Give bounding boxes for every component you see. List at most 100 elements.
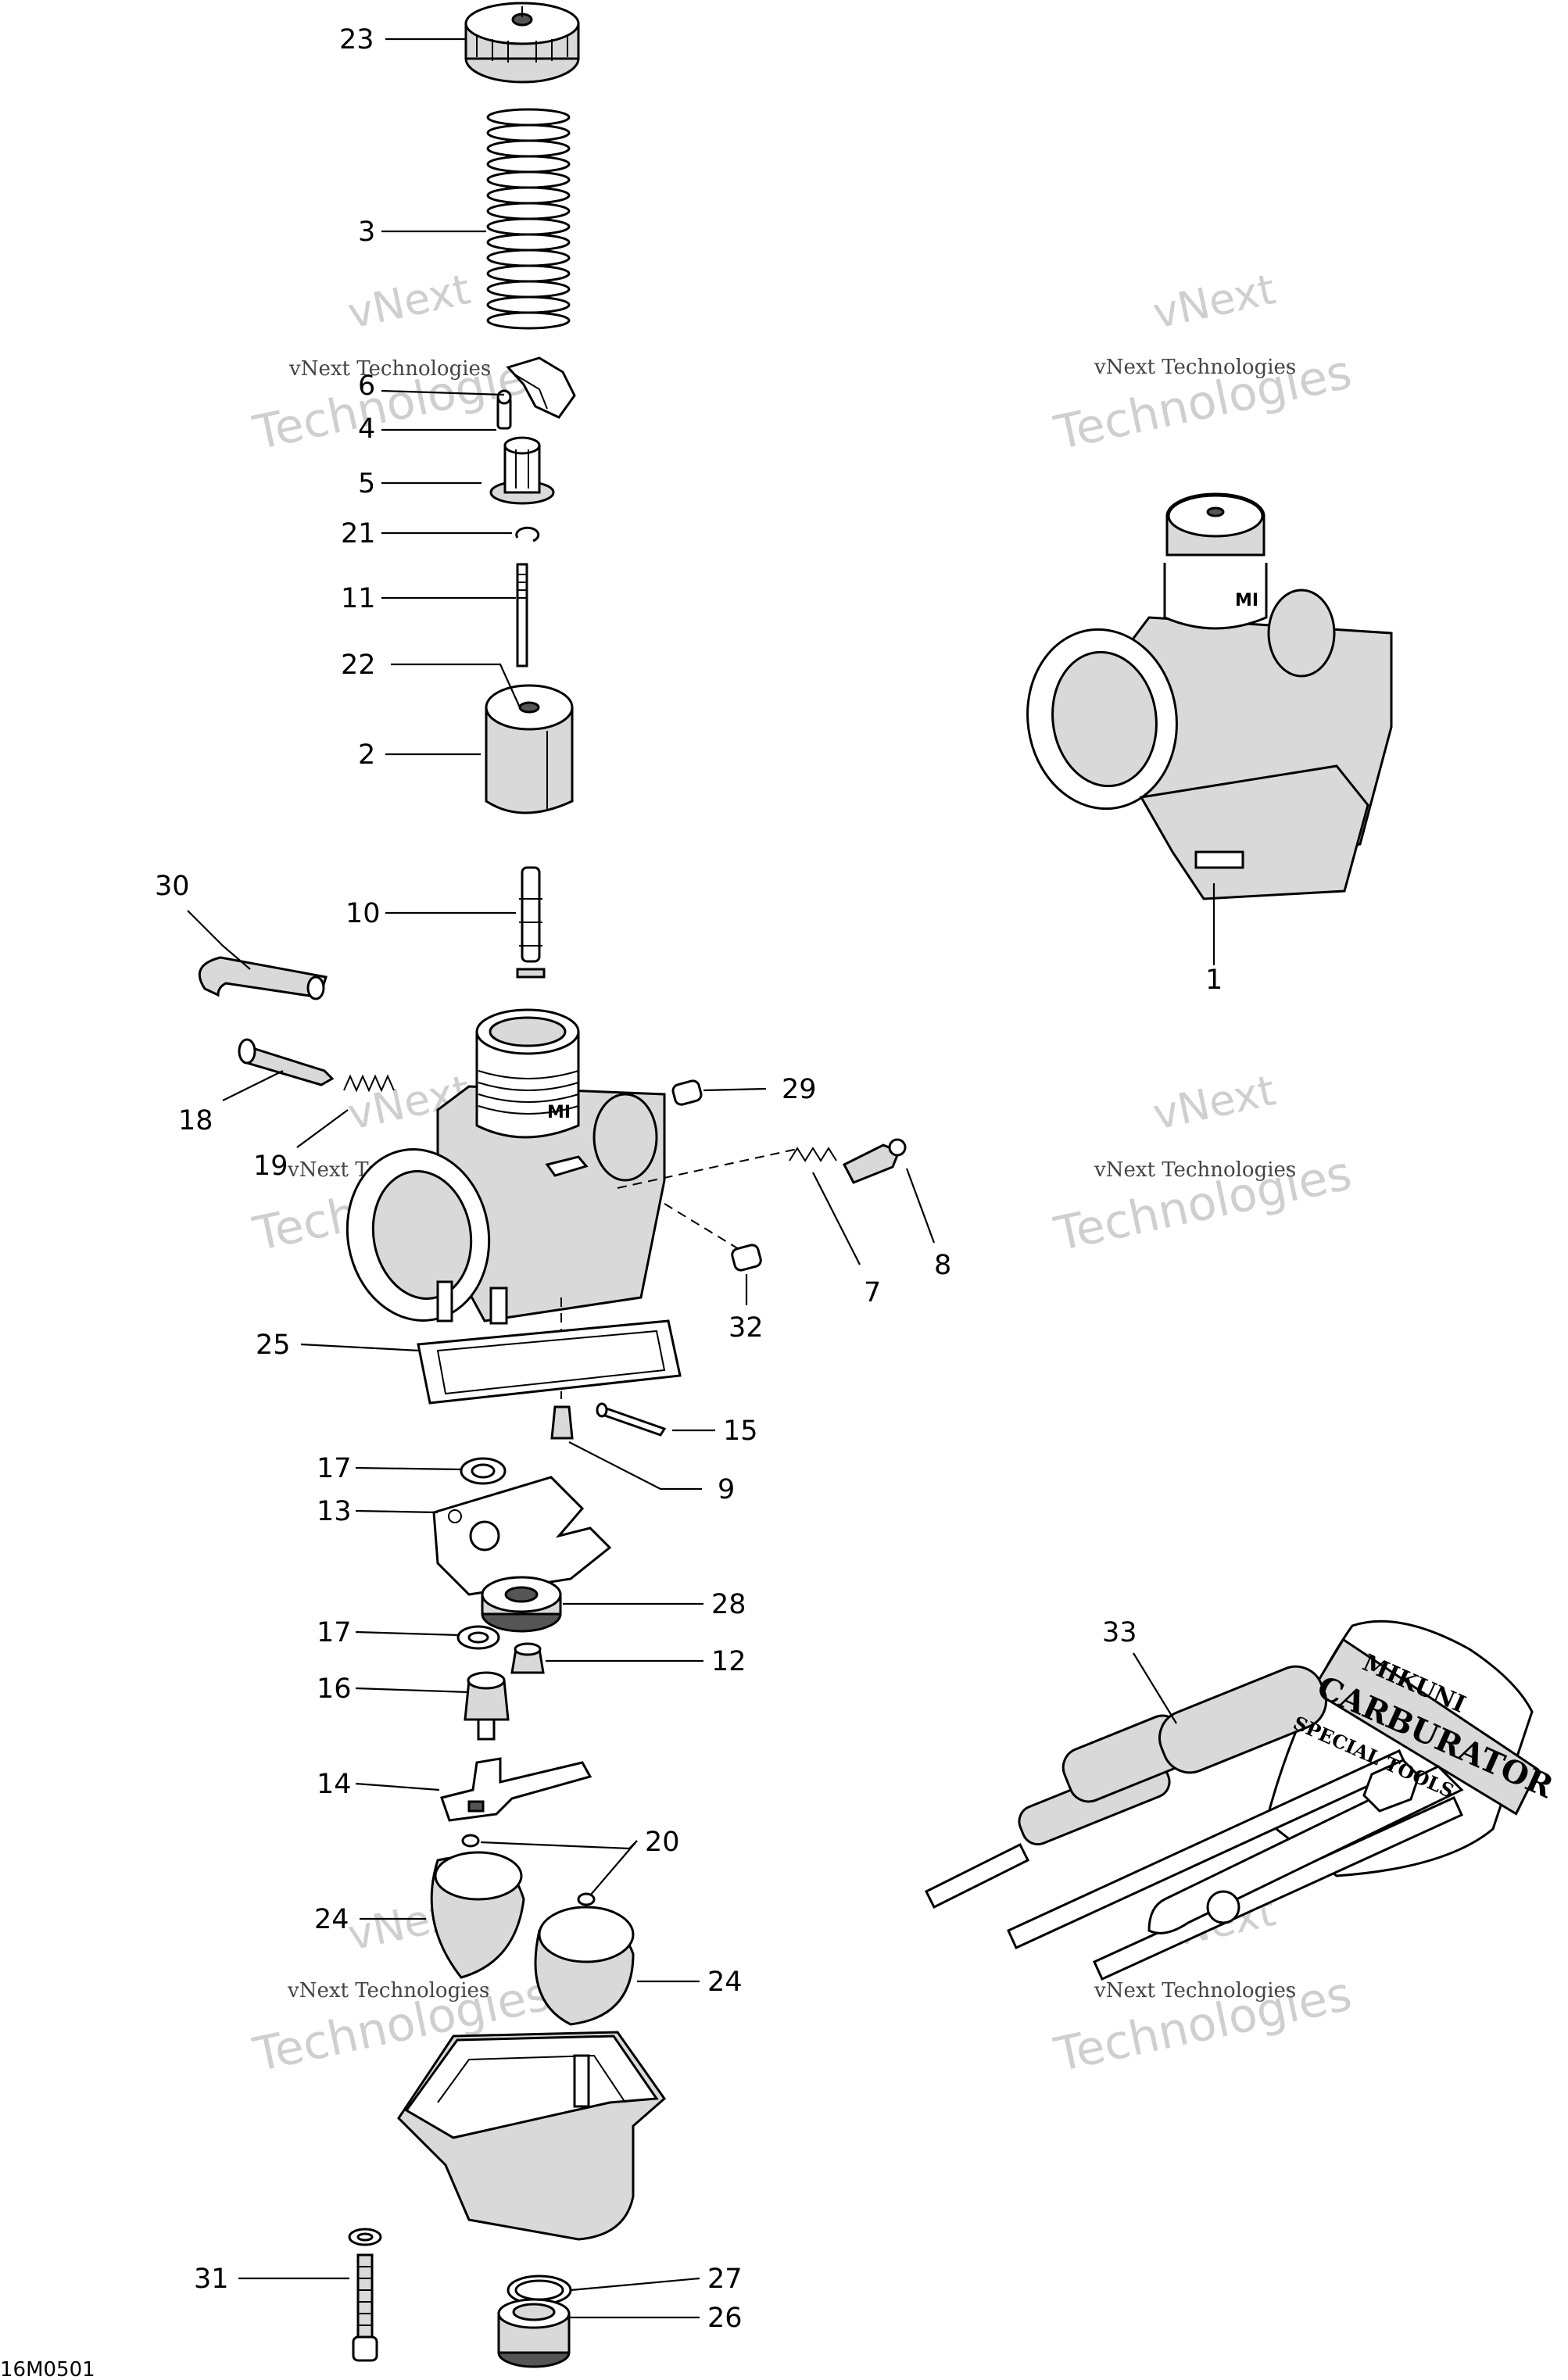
callout-1: 1 <box>1205 965 1223 996</box>
watermark-caption: vNext Technologies <box>1094 1158 1296 1182</box>
part-air-screw-spring <box>789 1147 837 1162</box>
watermark-caption: vNext Technologies <box>1094 1979 1296 2002</box>
part-float-a <box>430 1851 525 1979</box>
callout-8: 8 <box>934 1250 951 1281</box>
callout-17a: 17 <box>317 1453 352 1484</box>
spring-coil <box>486 123 571 142</box>
callout-11: 11 <box>341 583 376 614</box>
callout-21: 21 <box>341 518 376 549</box>
part-main-jet <box>510 1642 545 1674</box>
callout-4: 4 <box>358 413 375 445</box>
callout-3: 3 <box>358 217 375 248</box>
callout-31: 31 <box>194 2264 229 2295</box>
spring-coil <box>486 217 571 236</box>
spring-coil <box>486 311 571 330</box>
callout-5: 5 <box>358 468 375 499</box>
callout-17b: 17 <box>317 1617 352 1648</box>
part-bolt <box>348 2228 382 2362</box>
part-washer-a <box>460 1457 507 1485</box>
part-e-clip <box>515 526 540 542</box>
parts: MI <box>198 2 1559 2368</box>
callout-28: 28 <box>711 1589 746 1620</box>
part-carburetor-assembly: MI <box>1026 492 1393 900</box>
part-jet-holder <box>481 1576 562 1633</box>
spring-coil <box>486 202 571 220</box>
spring-coil <box>486 264 571 283</box>
part-gasket <box>417 1319 682 1405</box>
watermark-caption: vNext Technologies <box>1094 356 1296 379</box>
part-needle-valve <box>550 1405 574 1440</box>
part-float-bowl <box>397 2031 667 2241</box>
watermark-line1: vNext <box>1149 264 1280 338</box>
callout-14: 14 <box>317 1769 352 1800</box>
part-plug-32 <box>731 1244 762 1272</box>
part-float-pin <box>596 1402 667 1437</box>
callout-33: 33 <box>1102 1617 1137 1648</box>
callout-23: 23 <box>339 24 374 55</box>
watermark-line1: vNext <box>1149 1065 1280 1139</box>
part-vent-tube <box>198 956 328 1000</box>
callout-13: 13 <box>317 1496 352 1527</box>
part-float-b <box>534 1906 635 2026</box>
part-plate <box>432 1476 612 1596</box>
callout-24b: 24 <box>707 1967 743 1998</box>
part-jet-needle <box>516 563 528 667</box>
spring-coil <box>486 233 571 252</box>
callout-26: 26 <box>707 2303 743 2334</box>
watermark-line1: vNext <box>344 264 474 338</box>
spring-coil <box>486 295 571 314</box>
callout-18: 18 <box>178 1105 213 1136</box>
part-needle-clip <box>496 389 512 430</box>
part-idle-screw <box>238 1038 335 1086</box>
part-air-screw <box>842 1138 907 1184</box>
part-plug-29 <box>671 1079 703 1106</box>
part-washer-b <box>456 1625 500 1650</box>
watermark-top-right: vNext Technologies vNext Technologies <box>1050 264 1357 461</box>
part-spring <box>486 108 571 330</box>
callout-6: 6 <box>358 370 375 402</box>
part-float-pin-dots <box>461 1834 596 1906</box>
watermark-caption: vNext Technologies <box>288 357 491 381</box>
callout-2: 2 <box>358 739 375 771</box>
part-clip-plate <box>506 356 576 419</box>
spring-coil <box>486 249 571 267</box>
part-drain-plug <box>497 2298 571 2368</box>
part-needle-jet <box>516 866 546 979</box>
part-carburetor-body: MI <box>345 1008 666 1325</box>
part-tool-kit: MIKUNI CARBURATOR SPECIAL TOOLS <box>924 1619 1559 1981</box>
callout-labels: 23 3 6 4 5 21 11 22 2 30 10 1 18 29 19 7… <box>155 24 1223 2334</box>
body-mark: MI <box>1235 591 1258 610</box>
part-idle-spring <box>343 1074 395 1093</box>
callout-22: 22 <box>341 650 376 681</box>
part-float-arm <box>440 1757 592 1822</box>
callout-25: 25 <box>256 1330 291 1361</box>
callout-19: 19 <box>253 1151 288 1182</box>
callout-9: 9 <box>718 1474 735 1505</box>
callout-20: 20 <box>645 1827 680 1858</box>
callout-10: 10 <box>345 898 381 929</box>
part-top-cap <box>464 2 580 84</box>
part-needle-jet-holder <box>464 1671 510 1741</box>
spring-coil <box>486 170 571 189</box>
drawing-code: 16M0501 <box>0 2358 95 2380</box>
spring-coil <box>486 186 571 205</box>
spring-coil <box>486 280 571 299</box>
spring-coil <box>486 139 571 158</box>
callout-24a: 24 <box>314 1904 349 1935</box>
spring-coil <box>486 108 571 127</box>
part-spring-seat <box>489 436 555 505</box>
watermark-top-left: vNext Technologies vNext Technologies <box>249 264 556 461</box>
callout-27: 27 <box>707 2264 743 2295</box>
callout-32: 32 <box>729 1312 764 1344</box>
spring-coil <box>486 155 571 174</box>
watermark-mid-right: vNext Technologies vNext Technologies <box>1050 1065 1357 1262</box>
callout-12: 12 <box>711 1646 746 1677</box>
callout-29: 29 <box>782 1074 817 1105</box>
callout-30: 30 <box>155 871 190 902</box>
callout-16: 16 <box>317 1673 352 1705</box>
part-throttle-slide <box>485 684 574 814</box>
callout-15: 15 <box>723 1415 758 1447</box>
callout-7: 7 <box>864 1277 881 1308</box>
leader-lines <box>187 38 1215 2319</box>
